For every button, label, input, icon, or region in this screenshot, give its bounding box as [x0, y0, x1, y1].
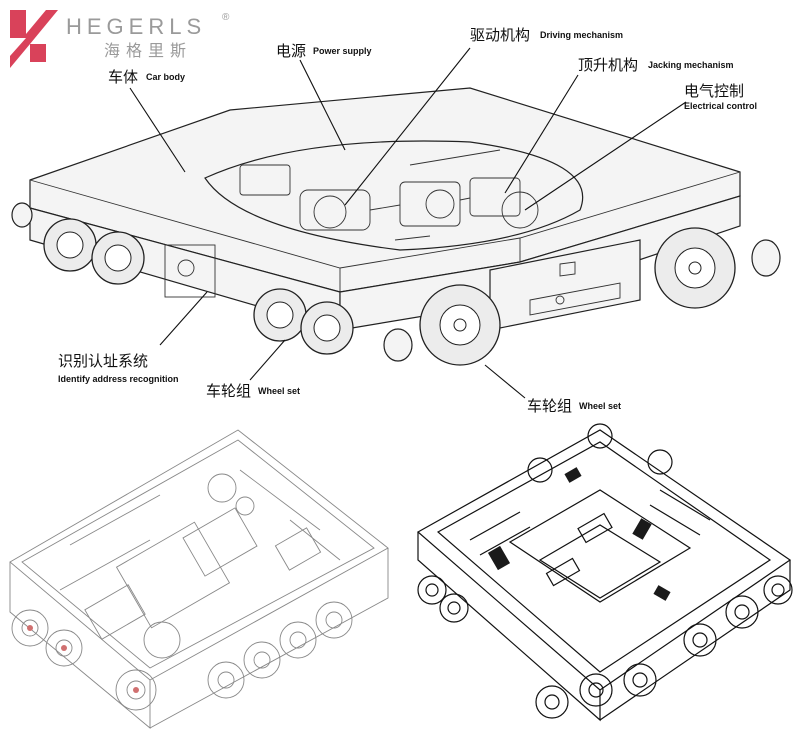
- label-driving-mechanism: 驱动机构 Driving mechanism: [470, 26, 623, 44]
- label-electrical-control: 电气控制 Electrical control: [684, 82, 757, 111]
- svg-text:Car body: Car body: [146, 72, 185, 82]
- logo-mark-icon: [10, 10, 58, 68]
- svg-text:Driving mechanism: Driving mechanism: [540, 30, 623, 40]
- wheel-group-left: [11, 202, 354, 355]
- svg-text:顶升机构: 顶升机构: [578, 56, 638, 74]
- svg-text:Jacking mechanism: Jacking mechanism: [648, 60, 734, 70]
- label-identify-address: 识别认址系统 Identify address recognition: [58, 352, 179, 384]
- svg-text:车轮组: 车轮组: [527, 397, 572, 415]
- svg-text:车体: 车体: [108, 68, 138, 86]
- svg-text:车轮组: 车轮组: [206, 382, 251, 400]
- label-car-body: 车体 Car body: [108, 68, 185, 86]
- label-jacking-mechanism: 顶升机构 Jacking mechanism: [578, 56, 734, 74]
- svg-text:Wheel set: Wheel set: [258, 386, 300, 396]
- svg-text:驱动机构: 驱动机构: [470, 26, 530, 44]
- brand-chinese-name: 海格里斯: [104, 41, 192, 60]
- svg-text:识别认址系统: 识别认址系统: [58, 352, 148, 370]
- registered-mark: ®: [222, 12, 230, 23]
- svg-text:Identify address recognition: Identify address recognition: [58, 374, 179, 384]
- shuttle-sketch-dark: [416, 423, 793, 722]
- svg-text:Electrical control: Electrical control: [684, 101, 757, 111]
- wheel-group-right: [383, 227, 781, 366]
- label-wheel-set-left: 车轮组 Wheel set: [206, 382, 300, 400]
- svg-text:Power supply: Power supply: [313, 46, 372, 56]
- svg-text:电源: 电源: [276, 42, 306, 60]
- shuttle-main-illustration: [11, 87, 781, 366]
- svg-text:电气控制: 电气控制: [684, 82, 744, 100]
- label-wheel-set-right: 车轮组 Wheel set: [527, 397, 621, 415]
- brand-name: HEGERLS: [66, 14, 206, 39]
- svg-text:Wheel set: Wheel set: [579, 401, 621, 411]
- shuttle-sketch-light: [9, 429, 389, 729]
- leader-lines: [129, 47, 687, 399]
- label-power-supply: 电源 Power supply: [276, 42, 372, 60]
- brand-logo: HEGERLS ® 海格里斯: [10, 10, 230, 68]
